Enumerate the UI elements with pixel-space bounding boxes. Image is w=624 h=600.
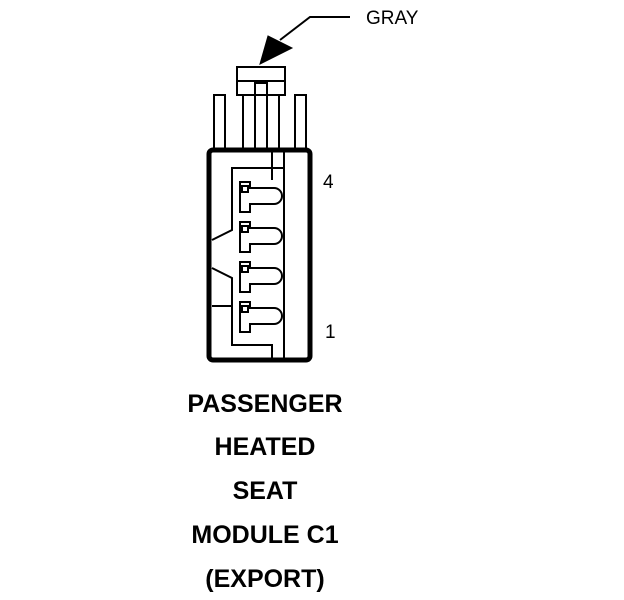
terminal-cavity-2 bbox=[239, 261, 283, 293]
pin-number-top: 4 bbox=[323, 172, 334, 193]
title-line-4: MODULE C1 bbox=[191, 521, 339, 549]
connector-body bbox=[206, 147, 313, 363]
pin-number-bottom: 1 bbox=[325, 322, 336, 343]
title-line-5: (EXPORT) bbox=[205, 565, 325, 593]
terminal-cavity-3 bbox=[239, 221, 283, 253]
connector-inner-housing bbox=[211, 152, 285, 358]
terminal-cavities bbox=[239, 181, 283, 333]
title-line-3: SEAT bbox=[232, 477, 298, 505]
connector-lock-tab bbox=[236, 66, 286, 96]
title-line-1: PASSENGER bbox=[187, 390, 343, 418]
arrowhead bbox=[259, 35, 294, 65]
connector-posts bbox=[213, 82, 307, 151]
leader-line bbox=[279, 16, 350, 41]
leader-arrow bbox=[259, 16, 350, 65]
wire-color-label: GRAY bbox=[366, 8, 419, 29]
terminal-cavity-4 bbox=[239, 181, 283, 213]
title-line-2: HEATED bbox=[214, 433, 316, 461]
terminal-cavity-1 bbox=[239, 301, 283, 333]
